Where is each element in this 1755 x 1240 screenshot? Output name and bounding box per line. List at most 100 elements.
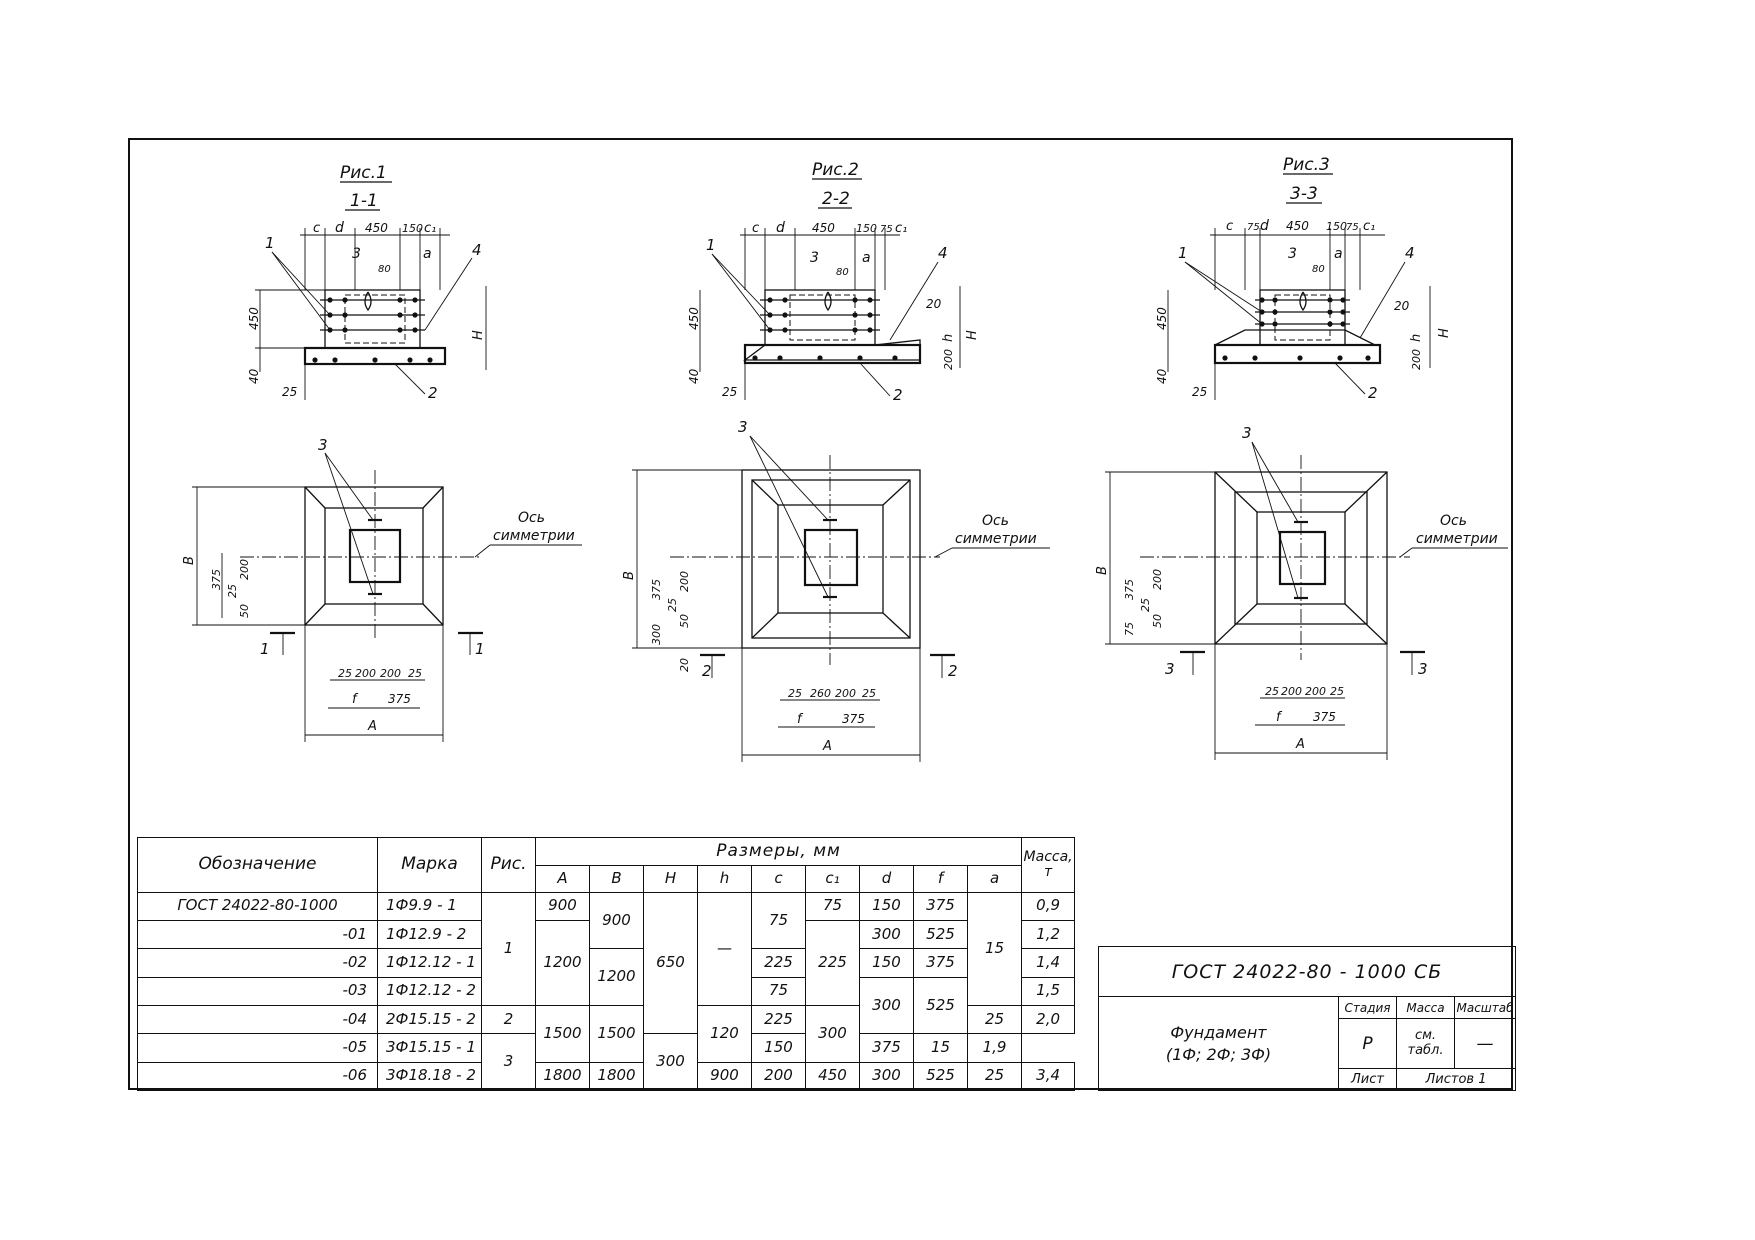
dim-200: 200 (942, 349, 955, 370)
dim-375: 375 (1123, 579, 1136, 600)
dim-375-b: 375 (1313, 710, 1336, 724)
cell-A: 1500 (535, 1004, 590, 1063)
fig-number: 3 (481, 1033, 536, 1091)
dim-B: B (182, 556, 197, 565)
dim-a: a (1334, 246, 1343, 262)
cell-d: 150 (751, 1033, 806, 1063)
dim-200: 200 (1151, 569, 1164, 590)
dim-H: H (471, 330, 486, 340)
dim-150: 150 (402, 222, 423, 235)
dim-c1: c₁ (424, 221, 436, 236)
title-block: ГОСТ 24022-80 - 1000 СБ Фундамент (1Ф; 2… (1098, 946, 1516, 1091)
dim-25: 25 (722, 385, 737, 399)
cell-f: 375 (859, 1033, 914, 1063)
dim-50: 50 (678, 614, 691, 628)
figure-3: Рис.3 3-3 c 75 d 450 150 75 c₁ 3 80 (1095, 155, 1508, 760)
mass-header: Масса (1396, 996, 1455, 1019)
dim-375: 375 (650, 579, 663, 600)
col-a: a (966, 865, 1023, 893)
cell-a: 15 (913, 1033, 968, 1063)
dim-200-b: 200 (1281, 685, 1302, 698)
header-fig: Рис. (481, 837, 536, 893)
cell-mass: 0,9 (1021, 891, 1076, 921)
col-c1: c₁ (805, 865, 860, 893)
cell-mass: 1,4 (1021, 948, 1076, 978)
plan-callout-3: 3 (318, 436, 328, 454)
callout-1: 1 (265, 234, 275, 252)
dim-25-b: 25 (338, 667, 352, 680)
cell-H: 900 (697, 1061, 752, 1092)
dim-75: 75 (1247, 222, 1260, 233)
dim-A: A (1295, 737, 1305, 752)
dim-375-b: 375 (388, 692, 411, 706)
dim-40: 40 (247, 368, 261, 384)
figure-caption: Рис.3 (1283, 155, 1330, 175)
cell-c: 225 (751, 1004, 806, 1035)
cell-f: 375 (913, 948, 968, 978)
mark: 1Ф9.9 - 1 (377, 891, 482, 921)
figure-caption: Рис.1 (340, 163, 387, 183)
designation: -01 (137, 919, 378, 950)
table-row: -05 3Ф15.15 - 1 3 300 150 375 15 1,9 (137, 1033, 1075, 1091)
callout-2: 2 (428, 384, 438, 402)
product-name: Фундамент (1Ф; 2Ф; 3Ф) (1098, 996, 1339, 1091)
cell-mass: 2,0 (1021, 1004, 1076, 1035)
callout-2: 2 (1368, 384, 1378, 402)
dim-260-b: 260 (810, 687, 831, 700)
table-row: ГОСТ 24022-80-1000 1Ф9.9 - 1 1 900 900 6… (137, 891, 1076, 1035)
stage-header: Стадия (1338, 996, 1397, 1019)
sheets-label: Листов (1425, 1072, 1475, 1087)
cut-label-left: 3 (1165, 660, 1175, 678)
product-name-line-2: (1Ф; 2Ф; 3Ф) (1165, 1044, 1272, 1064)
axis-note-2: симметрии (955, 531, 1037, 547)
cut-label-right: 2 (948, 662, 958, 680)
dim-200-b: 200 (355, 667, 376, 680)
dim-450: 450 (1286, 219, 1309, 233)
dim-200: 200 (678, 571, 691, 592)
document-code: ГОСТ 24022-80 - 1000 СБ (1098, 946, 1516, 997)
dim-80: 80 (1312, 264, 1325, 275)
designation: ГОСТ 24022-80-1000 (137, 891, 378, 921)
axis-note-2: симметрии (1416, 531, 1498, 547)
cell-B: 900 (589, 891, 644, 950)
cell-mass: 3,4 (1021, 1061, 1076, 1092)
header-mass: Масса, т (1021, 837, 1076, 893)
dim-c: c (313, 221, 320, 236)
cell-B: 1200 (589, 948, 644, 1006)
dim-200: 200 (1410, 349, 1423, 370)
cell-f: 375 (913, 891, 968, 921)
dim-200-c: 200 (380, 667, 401, 680)
cell-h: 120 (697, 1004, 752, 1063)
cell-d: 300 (859, 976, 914, 1035)
mark: 3Ф15.15 - 1 (377, 1033, 482, 1063)
cell-H: 650 (643, 891, 698, 1035)
dim-25: 25 (1192, 385, 1207, 399)
mark: 3Ф18.18 - 2 (377, 1061, 482, 1092)
product-name-line-1: Фундамент (1170, 1022, 1267, 1042)
dim-450-vert: 450 (247, 307, 261, 330)
dim-40: 40 (1155, 368, 1169, 384)
col-A: A (535, 865, 590, 893)
sheets-count: 1 (1478, 1072, 1487, 1087)
stage-value: Р (1338, 1018, 1397, 1069)
dim-375-b: 375 (842, 712, 865, 726)
specification-table: Обозначение Марка Рис. Размеры, мм Масса… (137, 836, 1076, 1092)
dim-a: a (423, 246, 432, 262)
callout-4: 4 (938, 244, 948, 262)
axis-note-1: Ось (982, 513, 1009, 529)
dim-h: h (941, 334, 956, 342)
header-designation: Обозначение (137, 837, 378, 893)
dim-80: 80 (836, 267, 849, 278)
mark: 2Ф15.15 - 2 (377, 1004, 482, 1035)
dim-50: 50 (1151, 614, 1164, 628)
cell-c: 300 (643, 1033, 698, 1091)
callout-3: 3 (352, 246, 361, 262)
cell-B: 1500 (589, 1004, 644, 1063)
dim-450: 450 (812, 221, 835, 235)
cell-d: 150 (859, 948, 914, 978)
dim-f: f (797, 712, 804, 727)
callout-1: 1 (1178, 244, 1188, 262)
figure-1: Рис.1 1-1 c d 450 150 c₁ 3 80 a (182, 163, 582, 742)
dim-c1: c₁ (895, 221, 907, 236)
cell-mass: 1,2 (1021, 919, 1076, 950)
